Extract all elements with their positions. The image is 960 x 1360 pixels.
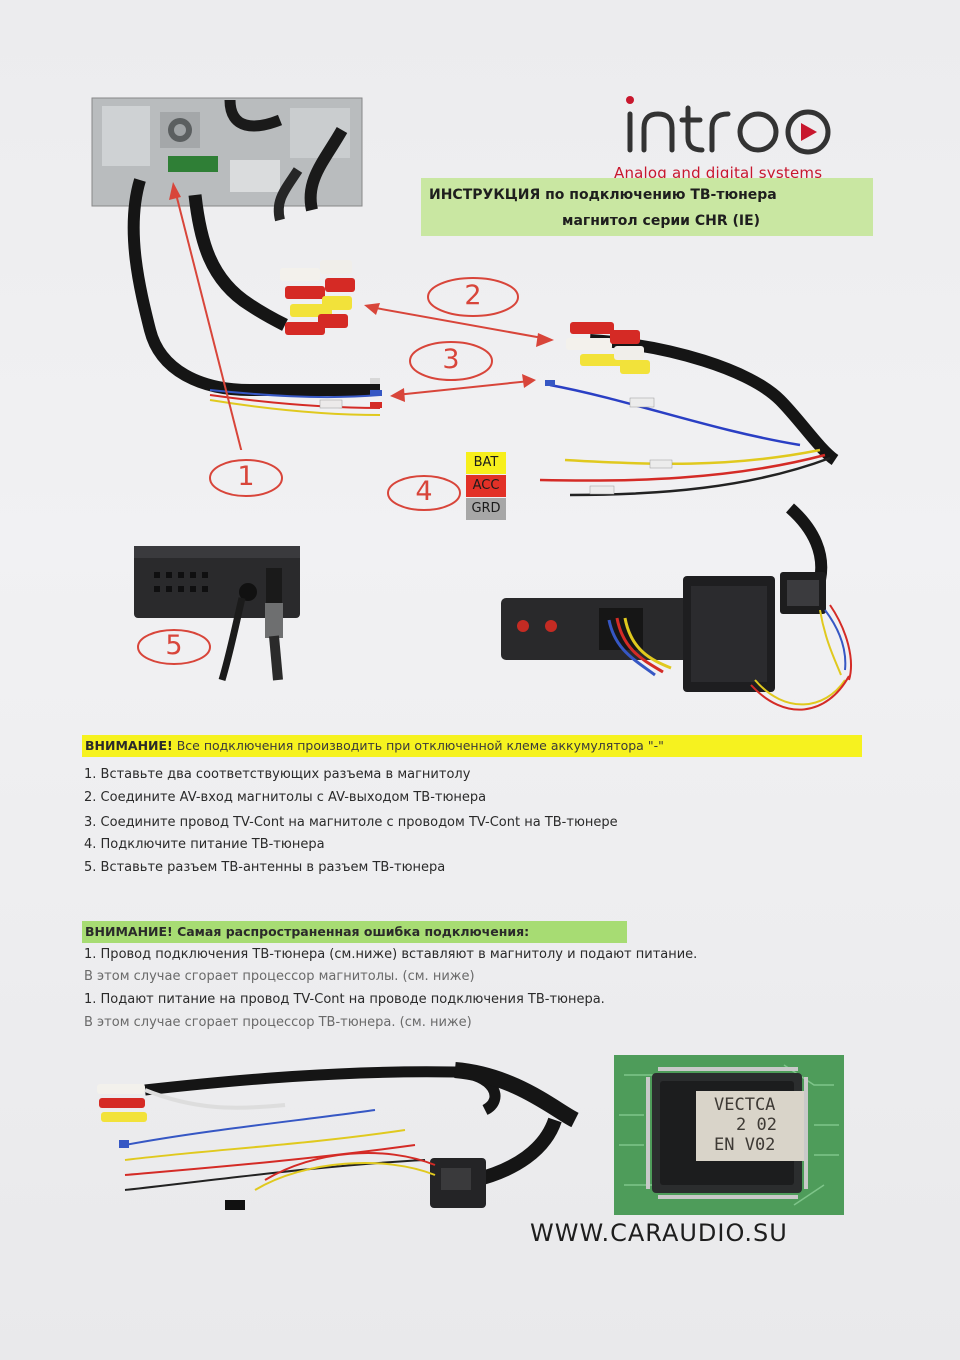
error-2-note: В этом случае сгорает процессор ТВ-тюнер… [84, 1015, 472, 1030]
warning-1-text: Все подключения производить при отключен… [172, 738, 664, 753]
brand-logo: Analog and digital systems [612, 94, 852, 182]
step-2: 2. Соедините AV-вход магнитолы с AV-выхо… [84, 790, 487, 805]
chip-marking-line-2: 2 02 [736, 1115, 777, 1135]
tuner-cable-photo [85, 1050, 605, 1230]
tuner-module-photo [495, 500, 865, 725]
callout-4: 4 [386, 474, 462, 512]
step-5: 5. Вставьте разъем ТВ-антенны в разъем Т… [84, 860, 446, 875]
error-1-note: В этом случае сгорает процессор магнитол… [84, 969, 475, 984]
callout-1: 1 [208, 458, 284, 498]
title-box: ИНСТРУКЦИЯ по подключению ТВ-тюнера магн… [421, 178, 873, 236]
radio-harness-photo [80, 90, 500, 450]
chip-marking-line-1: VECTCA [714, 1095, 776, 1115]
warning-1-banner: ВНИМАНИЕ! Все подключения производить пр… [82, 735, 862, 757]
error-2-main: 1. Подают питание на провод TV-Cont на п… [84, 992, 605, 1007]
step-3: 3. Соедините провод TV-Cont на магнитоле… [84, 815, 618, 830]
callout-3: 3 [408, 340, 494, 382]
step-4: 4. Подключите питание ТВ-тюнера [84, 837, 325, 852]
callout-2: 2 [426, 276, 520, 318]
callout-5-number: 5 [165, 630, 183, 661]
chip-marking-line-3: EN V02 [714, 1135, 776, 1155]
error-1-main: 1. Провод подключения ТВ-тюнера (см.ниже… [84, 947, 698, 962]
power-label-bat: BAT [466, 452, 506, 474]
callout-1-number: 1 [237, 461, 255, 492]
warning-2-text: ВНИМАНИЕ! Самая распространенная ошибка … [85, 924, 530, 939]
warning-1-prefix: ВНИМАНИЕ! [85, 738, 173, 753]
tuner-harness-photo [530, 300, 860, 500]
connection-arrows [360, 295, 560, 405]
website-link[interactable]: WWW.CARAUDIO.SU [530, 1219, 788, 1247]
burned-chip-photo: VECTCA 2 02 EN V02 [614, 1055, 844, 1215]
step-1: 1. Вставьте два соответствующих разъема … [84, 767, 471, 782]
chip-marking: VECTCA 2 02 EN V02 [714, 1095, 777, 1155]
callout-3-number: 3 [442, 344, 460, 375]
power-label-acc: ACC [466, 475, 506, 497]
callout-4-number: 4 [415, 476, 433, 507]
title-line-2: магнитол серии CHR (IE) [562, 213, 761, 229]
warning-2-banner: ВНИМАНИЕ! Самая распространенная ошибка … [82, 921, 627, 943]
power-label-grd: GRD [466, 498, 506, 520]
callout-5: 5 [136, 628, 212, 666]
intro-logo-icon [626, 96, 831, 155]
callout-2-number: 2 [464, 280, 482, 311]
title-line-1: ИНСТРУКЦИЯ по подключению ТВ-тюнера [429, 187, 777, 203]
tuner-antenna-photo [130, 538, 305, 683]
logo-tagline: Analog and digital systems [614, 164, 823, 182]
